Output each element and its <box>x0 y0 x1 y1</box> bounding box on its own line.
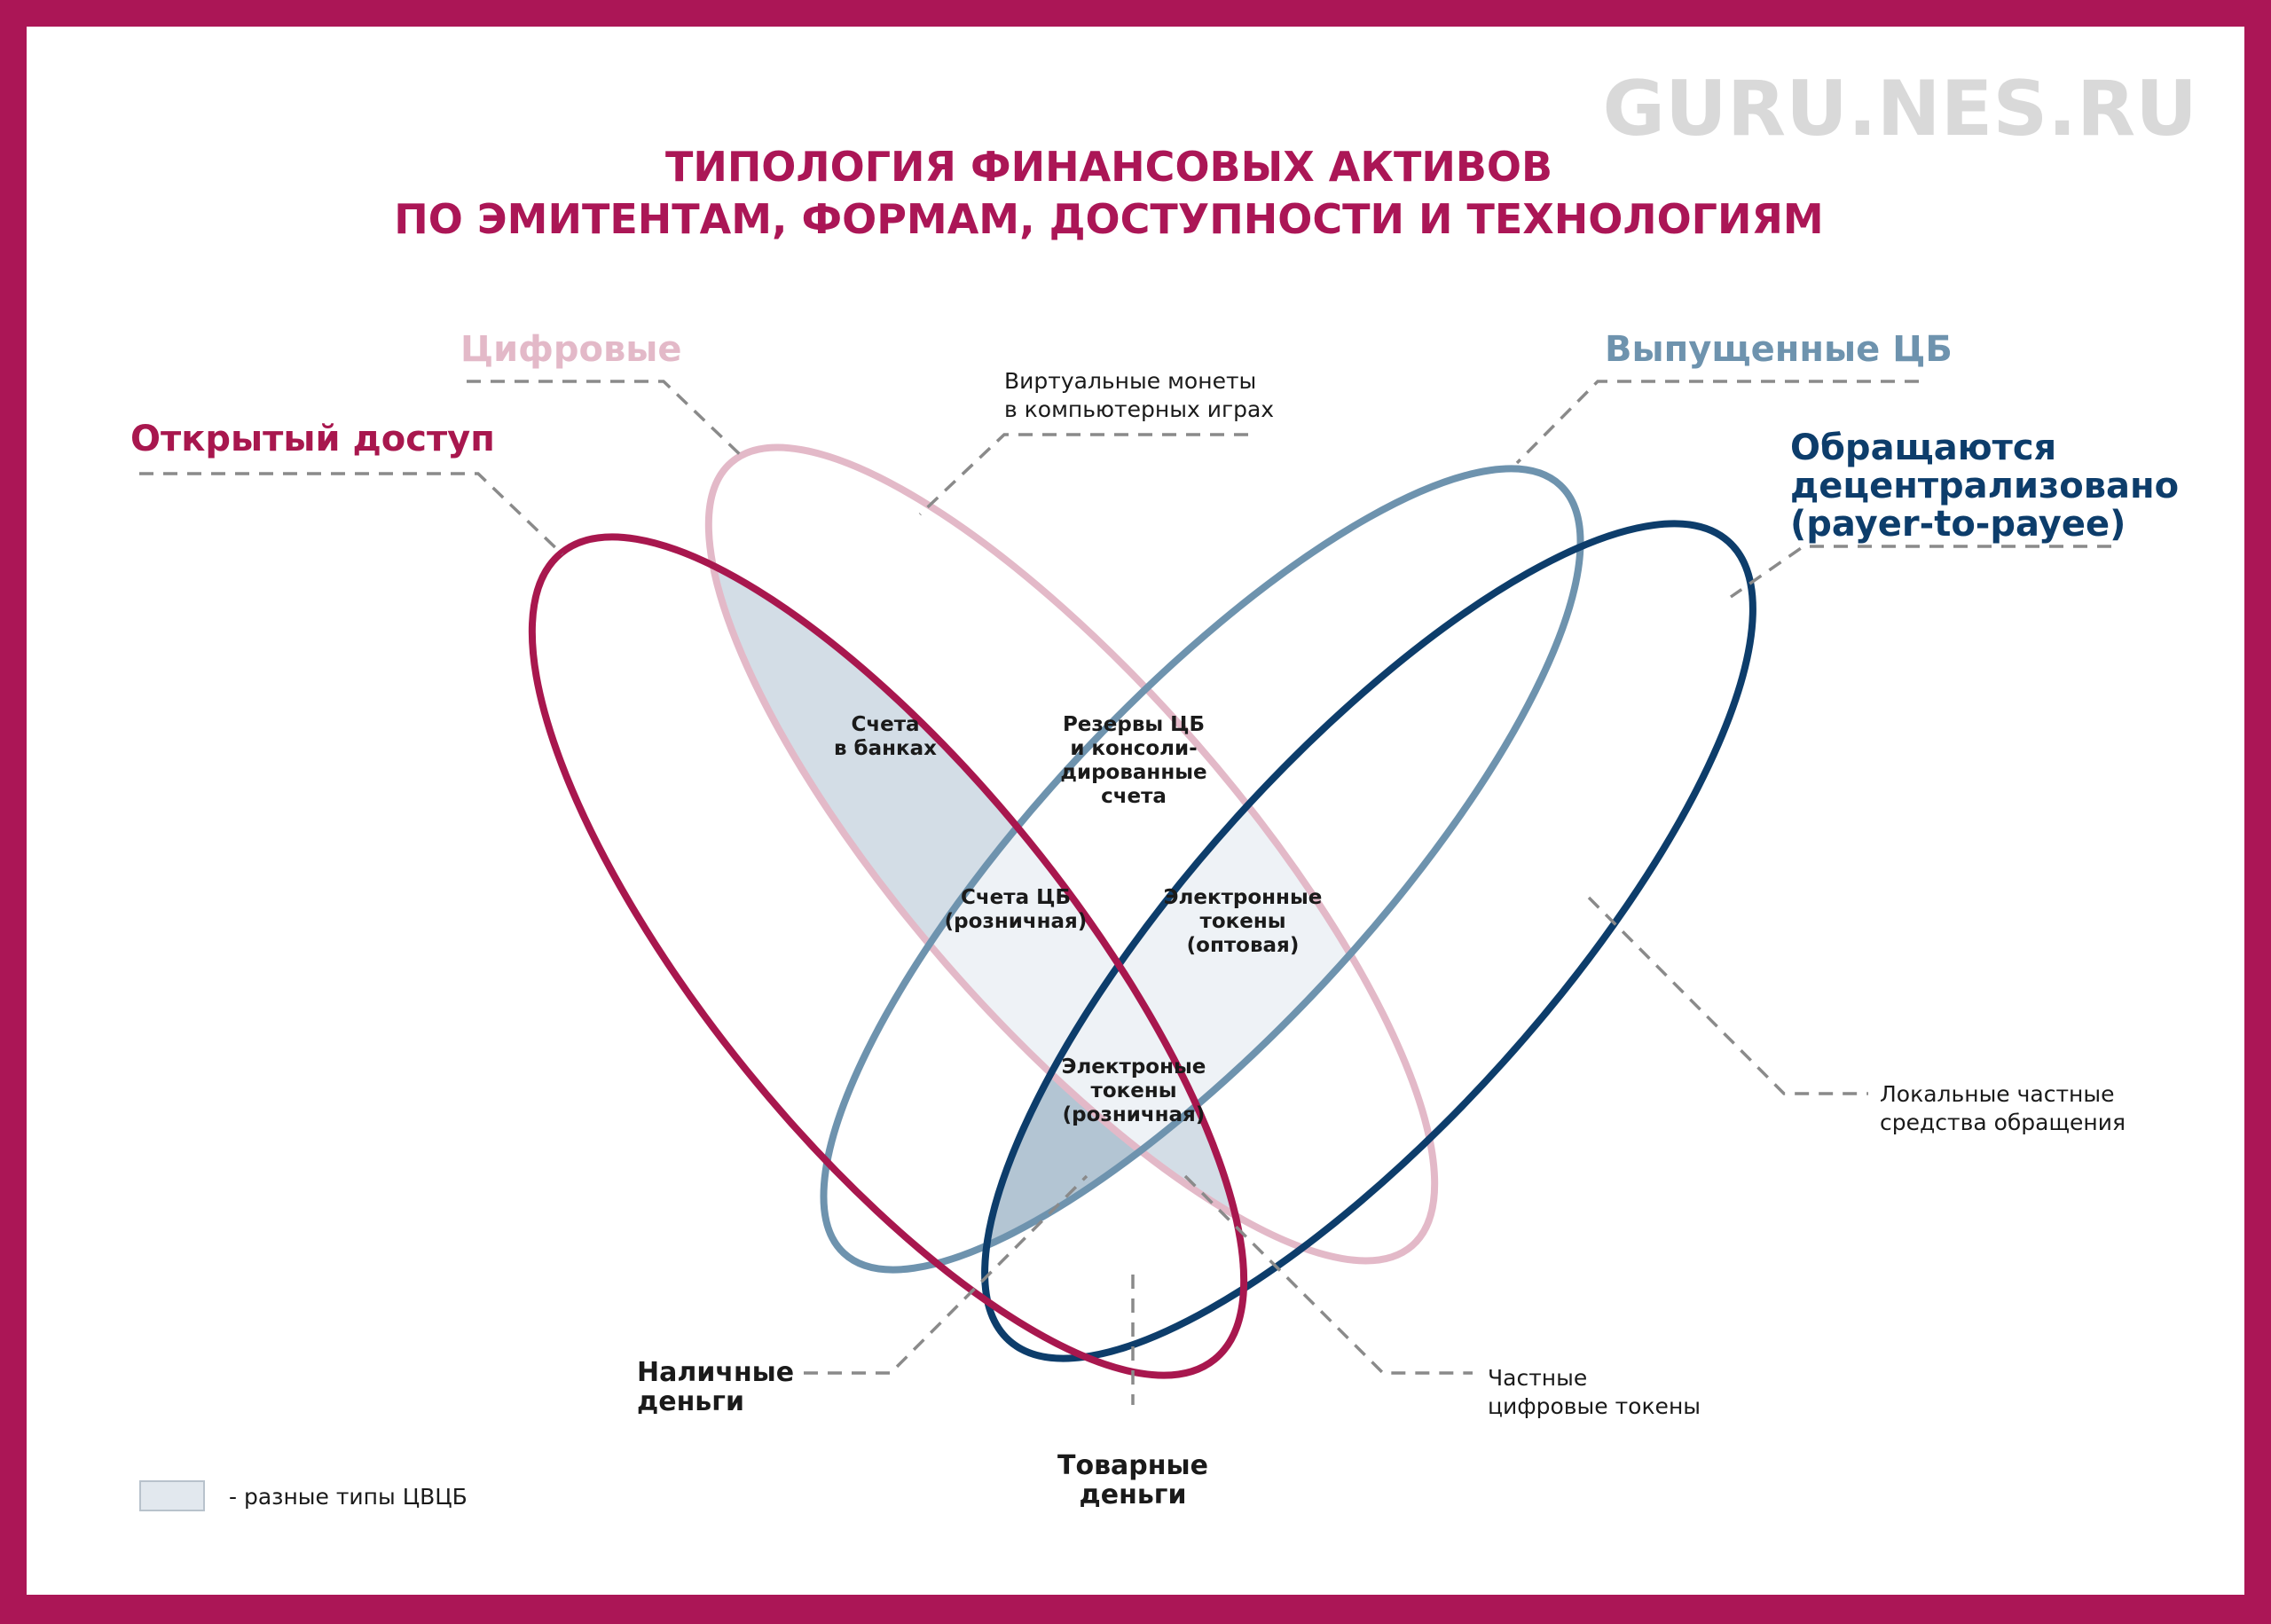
callout-private-tokens-2: цифровые токены <box>1488 1393 1701 1419</box>
leader-open-access <box>139 472 564 556</box>
label-decentralized-3: (payer-to-payee) <box>1790 504 2126 545</box>
legend-label: - разные типы ЦВЦБ <box>229 1484 468 1510</box>
region-etokens-retail-3: (розничная) <box>1063 1103 1206 1126</box>
set-open-access-ellipse <box>528 533 1248 1379</box>
region-bank-accounts-1: Счета <box>851 713 919 736</box>
leader-cash <box>804 1174 1088 1375</box>
leader-private-tokens <box>1183 1174 1473 1375</box>
region-bank-accounts-2: в банках <box>834 737 937 760</box>
legend-swatch <box>139 1480 205 1511</box>
callout-local-private-1: Локальные частные <box>1880 1081 2115 1107</box>
callout-commodity-2: деньги <box>1080 1479 1187 1510</box>
label-digital: Цифровые <box>460 329 682 370</box>
set-cb-issued-ellipse <box>820 465 1584 1274</box>
set-digital-ellipse <box>704 443 1439 1265</box>
leader-local-private <box>1587 896 1868 1095</box>
callout-cash-2: деньги <box>637 1386 744 1417</box>
label-open-access: Открытый доступ <box>130 419 495 459</box>
region-cb-reserves-3: дированные <box>1060 761 1206 784</box>
leader-digital <box>467 380 748 462</box>
region-cb-retail-1: Счета ЦБ <box>961 886 1071 909</box>
region-etokens-wholesale-3: (оптовая) <box>1187 934 1300 957</box>
region-cb-reserves-1: Резервы ЦБ <box>1063 713 1205 736</box>
set-decentralized-ellipse <box>981 520 1756 1362</box>
title-line-1: ТИПОЛОГИЯ ФИНАНСОВЫХ АКТИВОВ <box>665 143 1552 191</box>
watermark: GURU.NES.RU <box>1602 65 2197 153</box>
callout-local-private-2: средства обращения <box>1880 1110 2126 1135</box>
callout-private-tokens-1: Частные <box>1488 1365 1587 1391</box>
white-panel <box>27 27 2244 1595</box>
callout-cash-1: Наличные <box>637 1357 794 1388</box>
callout-commodity-1: Товарные <box>1057 1450 1208 1481</box>
region-etokens-wholesale-2: токены <box>1199 910 1285 933</box>
region-etokens-wholesale-1: Электронные <box>1164 886 1323 909</box>
leader-decentralized <box>1730 545 2111 599</box>
label-decentralized-1: Обращаются <box>1790 428 2056 468</box>
title-line-2: ПО ЭМИТЕНТАМ, ФОРМАМ, ДОСТУПНОСТИ И ТЕХН… <box>394 195 1823 243</box>
label-cb-issued: Выпущенные ЦБ <box>1605 329 1953 370</box>
region-etokens-retail-2: токены <box>1090 1079 1176 1102</box>
leader-cb-issued <box>1515 380 1919 465</box>
region-cb-reserves-4: счета <box>1101 785 1167 808</box>
region-etokens-retail-1: Электроные <box>1062 1055 1206 1079</box>
label-decentralized-2: децентрализовано <box>1790 466 2179 506</box>
region-cb-reserves-2: и консоли- <box>1070 737 1197 760</box>
callout-virtual-coins-1: Виртуальные монеты <box>1004 368 1256 394</box>
leader-virtual-coins <box>918 433 1248 516</box>
callout-virtual-coins-2: в компьютерных играх <box>1004 396 1274 422</box>
region-cb-retail-2: (розничная) <box>945 910 1088 933</box>
